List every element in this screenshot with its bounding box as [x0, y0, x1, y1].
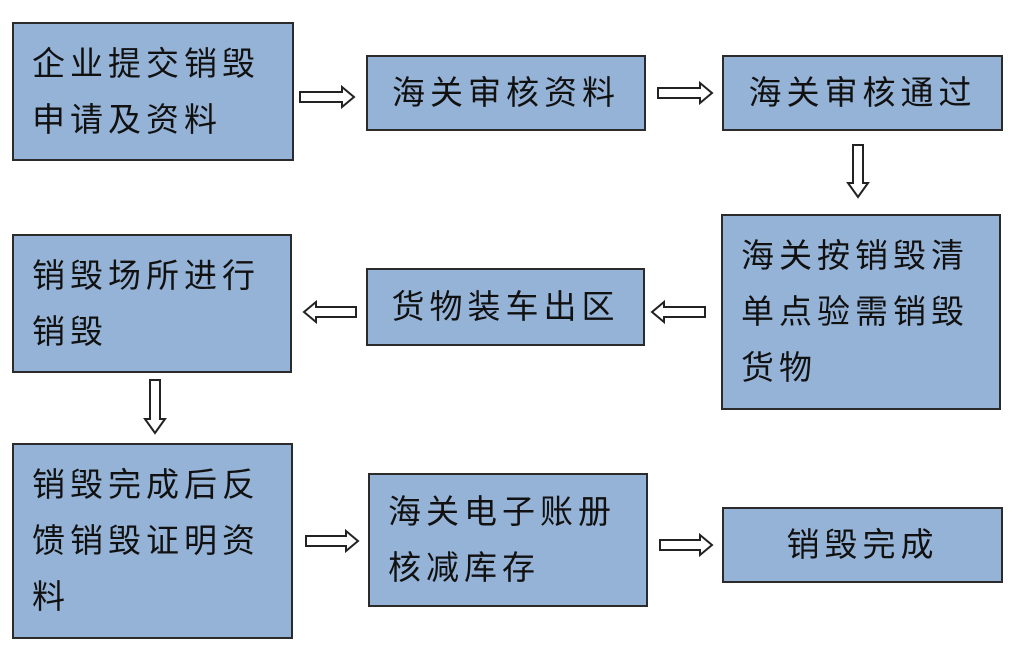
- step-review-box: 海关审核资料: [366, 55, 646, 131]
- step-load-box: 货物装车出区: [366, 268, 645, 346]
- step-load-text: 货物装车出区: [391, 287, 620, 326]
- arrow-right-icon: [299, 84, 356, 110]
- step-submit-text: 企业提交销毁申请及资料: [32, 43, 260, 139]
- step-inspect-box: 海关按销毁清单点验需销毁货物: [721, 214, 1001, 410]
- step-done-text: 销毁完成: [786, 525, 939, 564]
- step-destroy-text: 销毁场所进行销毁: [32, 255, 260, 351]
- arrow-right-icon: [305, 528, 360, 554]
- step-done-box: 销毁完成: [722, 507, 1003, 583]
- arrow-left-icon: [302, 299, 357, 325]
- arrow-right-icon: [657, 80, 714, 106]
- step-destroy-box: 销毁场所进行销毁: [12, 234, 292, 373]
- step-ledger-box: 海关电子账册核减库存: [368, 473, 648, 607]
- step-feedback-text: 销毁完成后反馈销毁证明资料: [32, 465, 260, 616]
- step-submit-box: 企业提交销毁申请及资料: [12, 22, 294, 161]
- step-approved-text: 海关审核通过: [748, 73, 977, 112]
- arrow-down-icon: [846, 144, 870, 199]
- arrow-down-icon: [143, 379, 167, 435]
- step-feedback-box: 销毁完成后反馈销毁证明资料: [12, 443, 293, 639]
- arrow-left-icon: [650, 299, 706, 325]
- step-inspect-text: 海关按销毁清单点验需销毁货物: [741, 236, 969, 387]
- step-review-text: 海关审核资料: [392, 73, 620, 112]
- arrow-right-icon: [659, 532, 714, 558]
- step-approved-box: 海关审核通过: [722, 55, 1003, 131]
- step-ledger-text: 海关电子账册核减库存: [388, 492, 616, 587]
